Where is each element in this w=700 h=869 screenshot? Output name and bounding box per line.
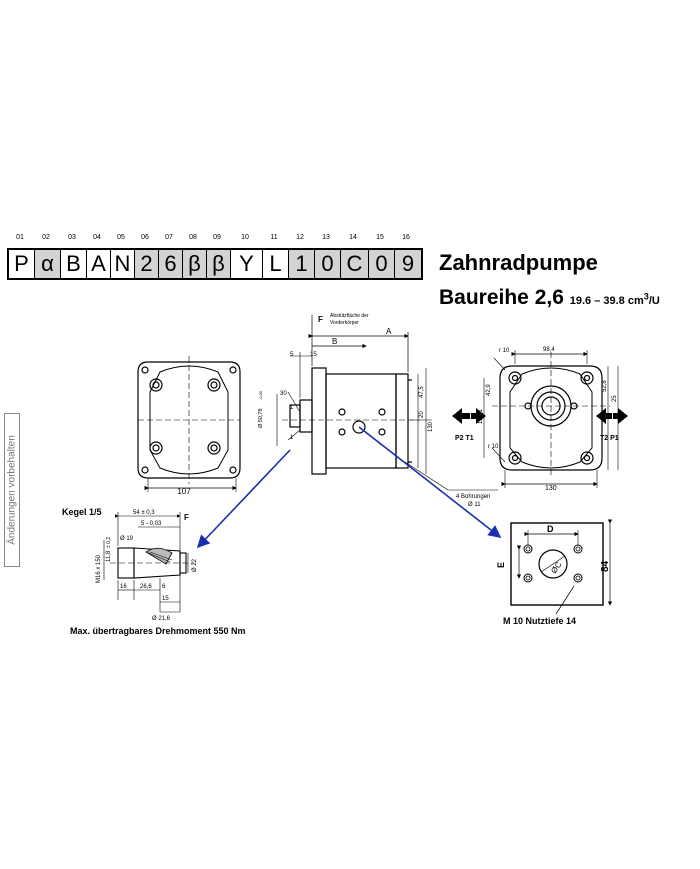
shaft-dim-19: Ø 19 (120, 536, 134, 542)
code-cell: 0 (369, 250, 395, 278)
side-view (276, 315, 498, 491)
position-number: 05 (117, 234, 125, 241)
rear-dim-r10-top: r 10 (499, 348, 510, 354)
code-cell: 1 (289, 250, 315, 278)
position-number: 16 (402, 234, 410, 241)
port-detail (510, 519, 613, 615)
change-notice-box: Änderungen vorbehalten (4, 413, 20, 567)
port-dim-C: ØC (549, 560, 563, 575)
position-number: 13 (322, 234, 330, 241)
series-name: Baureihe 2,6 (439, 286, 564, 309)
rear-dim-25: 25 (612, 395, 618, 402)
code-cell: N (111, 250, 135, 278)
side-note-2: Vorderkörper (330, 320, 359, 326)
side-dim-A: A (386, 327, 392, 336)
rear-dim-42-9: 42,9 (486, 384, 492, 396)
position-number: 10 (241, 234, 249, 241)
rear-dim-r10-side: r 10 (488, 444, 499, 450)
side-dim-30: 30 (280, 391, 287, 397)
shaft-dim-5: 5 - 0,03 (141, 521, 162, 527)
position-number: 04 (93, 234, 101, 241)
displacement-range: 19.6 – 39.8 cm3/U (569, 291, 660, 307)
side-dim-F: F (318, 315, 323, 324)
port-arrows (452, 408, 628, 424)
code-cell: Y (231, 250, 263, 278)
position-number: 15 (376, 234, 384, 241)
side-dim-15: 15 (310, 352, 317, 358)
code-cell: C (341, 250, 369, 278)
side-dim-130: 130 (428, 421, 434, 432)
shaft-dim-tol: ± 0,2 (106, 537, 112, 548)
bolt-dia: Ø 11 (468, 502, 481, 508)
shaft-dim-thread: M16 x 150 (96, 554, 102, 583)
side-note-1: Abstützfläche der (330, 313, 369, 319)
position-number: 06 (141, 234, 149, 241)
port-label-left: P2 T1 (455, 435, 474, 442)
side-dim-5: 5 (290, 352, 294, 358)
rear-dim-130: 130 (545, 485, 557, 492)
port-caption: M 10 Nutztiefe 14 (503, 616, 576, 626)
rear-view (483, 350, 619, 488)
shaft-dim-11-8: 11,8 (106, 550, 112, 562)
shaft-dim-26-6: 26,6 (140, 584, 152, 590)
code-cell: B (61, 250, 87, 278)
side-dim-47-5: 47,5 (419, 386, 425, 398)
code-cell: β (207, 250, 231, 278)
code-cell: A (87, 250, 111, 278)
shaft-dim-F: F (184, 513, 189, 522)
shaft-dim-21-6: Ø 21,6 (152, 616, 171, 622)
side-dim-B: B (332, 337, 337, 346)
side-dim-1a: 1 (290, 405, 294, 411)
side-dim-20: 20 (419, 411, 425, 418)
code-cell: β (183, 250, 207, 278)
product-title: Zahnradpumpe (439, 250, 598, 275)
position-number: 11 (270, 234, 278, 241)
arrow-to-shaft-detail (196, 449, 291, 549)
shaft-dim-54: 54 ± 0,3 (133, 510, 155, 516)
position-number: 09 (213, 234, 221, 241)
bolt-note: 4 Bohrungen (456, 494, 490, 500)
side-dim-shaft-tol: -0,05 (258, 390, 263, 400)
shaft-dim-15: 15 (162, 596, 169, 602)
code-cell: 9 (395, 250, 421, 278)
code-cell: 2 (135, 250, 159, 278)
front-view (137, 356, 241, 492)
position-number: 07 (165, 234, 173, 241)
position-number: 14 (349, 234, 357, 241)
shaft-taper-label: Kegel 1/5 (62, 507, 102, 517)
port-label-right: T2 P1 (600, 435, 619, 442)
series-label: Baureihe 2,6 19.6 – 39.8 cm3/U (439, 286, 660, 310)
rear-dim-52-8: 52,8 (602, 380, 608, 392)
port-dim-D: D (547, 524, 554, 534)
shaft-dim-6: 6 (162, 584, 166, 590)
torque-note: Max. übertragbares Drehmoment 550 Nm (70, 626, 246, 636)
code-cell: 6 (159, 250, 183, 278)
code-cell: L (263, 250, 289, 278)
arrow-to-port-detail (358, 426, 502, 538)
port-dim-84: 84 (600, 560, 611, 572)
position-number: 01 (16, 234, 24, 241)
side-dim-shaft: Ø 50,78 (258, 408, 264, 428)
code-cell: 0 (315, 250, 341, 278)
position-number: 08 (189, 234, 197, 241)
code-cell: α (35, 250, 61, 278)
shaft-dim-16: 16 (120, 584, 127, 590)
rear-dim-128-1: 128,1 (478, 408, 484, 424)
shaft-detail (103, 512, 194, 613)
position-number: 02 (42, 234, 50, 241)
rear-dim-98-4: 98,4 (543, 347, 555, 353)
shaft-dim-22: Ø 22 (192, 558, 198, 572)
code-cell: P (9, 250, 35, 278)
side-dim-1b: 1 (290, 435, 294, 441)
front-dim-107: 107 (177, 487, 191, 496)
position-number: 12 (296, 234, 304, 241)
port-dim-E: E (496, 562, 506, 568)
position-number: 03 (68, 234, 76, 241)
